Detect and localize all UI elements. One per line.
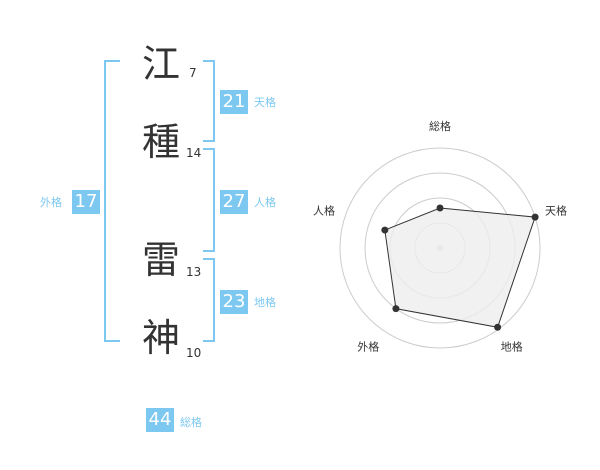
name-char-2: 種 — [142, 120, 181, 164]
chikaku-bracket — [203, 258, 215, 342]
radar-point-2 — [531, 213, 539, 221]
radar-point-3 — [494, 323, 502, 331]
tenkaku-bracket — [203, 60, 215, 142]
jinkaku-label: 人格 — [254, 196, 276, 209]
radar-area — [384, 207, 536, 328]
stroke-count-1: 7 — [189, 66, 197, 80]
radar-axis-label-5: 人格 — [313, 203, 335, 217]
gaikaku-value: 17 — [72, 190, 100, 214]
name-char-3: 雷 — [142, 238, 181, 282]
radar-axis-label-3: 地格 — [501, 340, 523, 354]
gaikaku-bracket — [104, 60, 120, 342]
radar-ring — [339, 147, 541, 349]
radar-axis-label-1: 総格 — [429, 119, 451, 133]
radar-point-4 — [392, 305, 400, 313]
soukaku-label: 総格 — [180, 416, 202, 429]
stroke-count-2: 14 — [186, 146, 202, 160]
radar-point-5 — [381, 226, 389, 234]
radar-point-1 — [436, 204, 444, 212]
jinkaku-bracket — [203, 148, 215, 252]
radar-axis-label-4: 外格 — [357, 340, 379, 354]
stroke-count-3: 13 — [186, 265, 202, 279]
chikaku-value: 23 — [220, 290, 248, 314]
stroke-count-4: 10 — [186, 346, 202, 360]
tenkaku-label: 天格 — [254, 96, 276, 109]
radar-axis-label-2: 天格 — [545, 203, 567, 217]
name-char-4: 神 — [142, 316, 181, 360]
chikaku-label: 地格 — [254, 296, 276, 309]
jinkaku-value: 27 — [220, 190, 248, 214]
name-char-1: 江 — [142, 42, 181, 86]
tenkaku-value: 21 — [220, 90, 248, 114]
gaikaku-label: 外格 — [40, 196, 62, 209]
soukaku-value: 44 — [146, 408, 174, 432]
